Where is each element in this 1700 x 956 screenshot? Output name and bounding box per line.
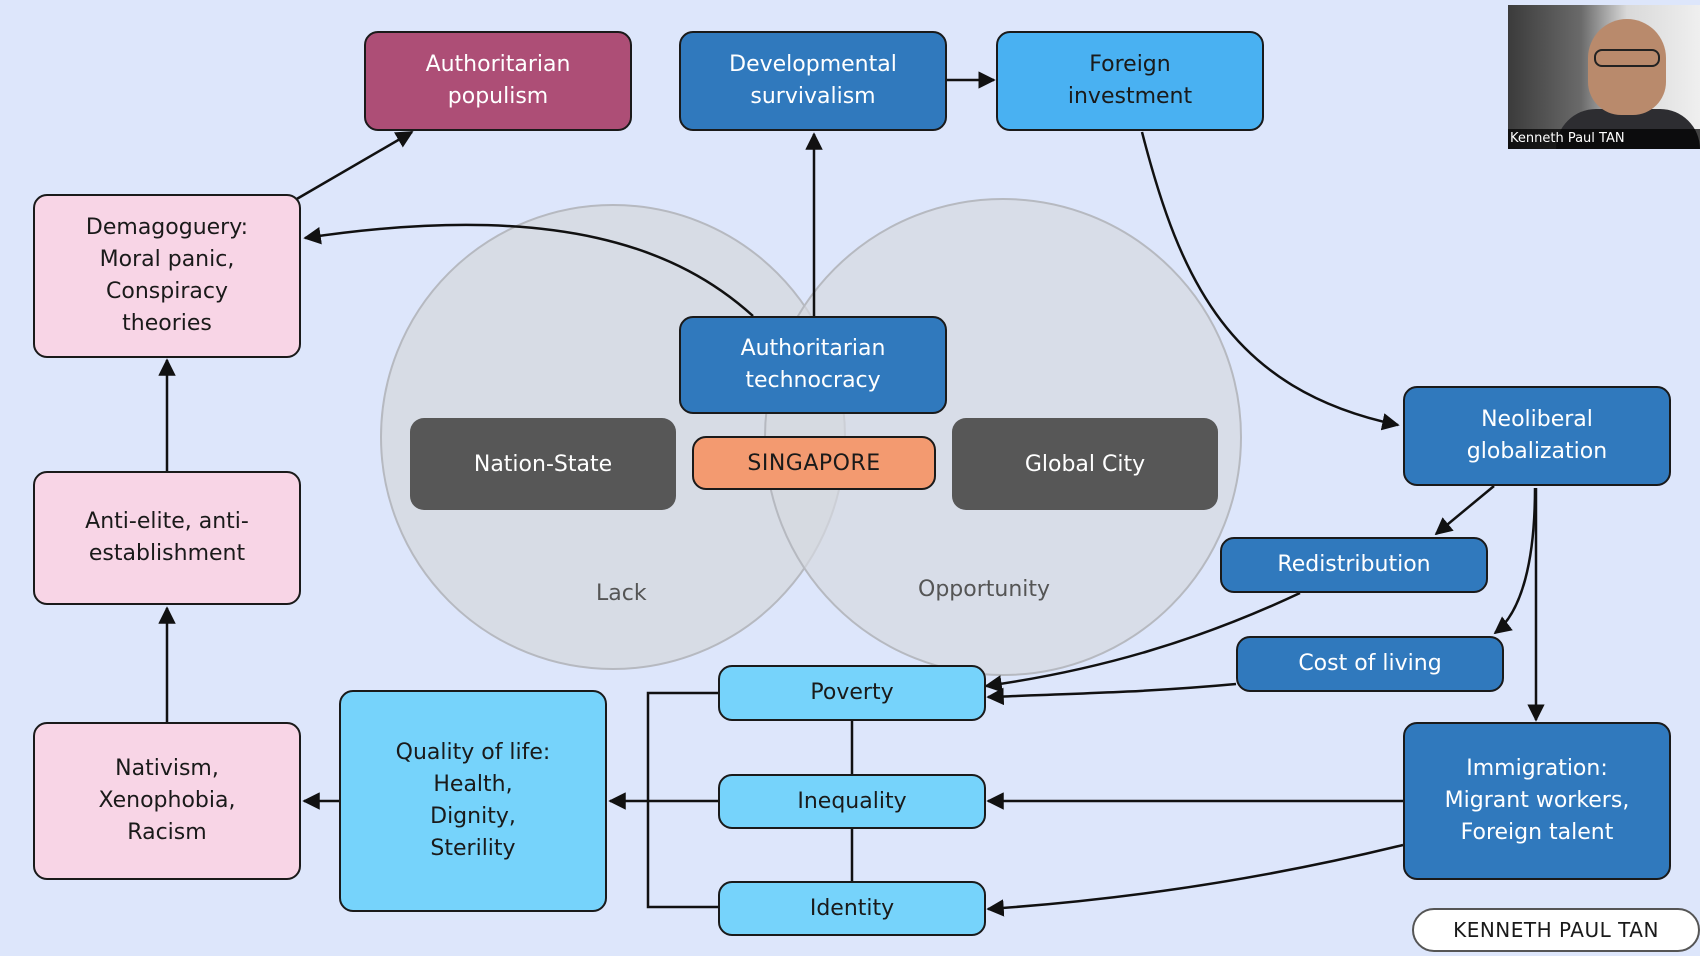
node-immigration: Immigration: Migrant workers, Foreign ta…	[1403, 722, 1671, 880]
node-authoritarian-technocracy: Authoritarian technocracy	[679, 316, 947, 414]
node-anti-elite: Anti-elite, anti- establishment	[33, 471, 301, 605]
node-identity: Identity	[718, 881, 986, 936]
node-global-city: Global City	[952, 418, 1218, 510]
arrow-immigration-to-identity	[986, 843, 1404, 917]
arrow-investment-to-globalization	[1140, 131, 1400, 431]
venn-label-opportunity: Opportunity	[918, 577, 1051, 602]
node-neoliberal-globalization: Neoliberal globalization	[1403, 386, 1671, 486]
arrow-redistribution-to-poverty	[984, 591, 1301, 693]
glasses-icon	[1594, 49, 1660, 67]
video-thumbnail[interactable]: Kenneth Paul TAN	[1508, 5, 1700, 149]
node-developmental-survivalism: Developmental survivalism	[679, 31, 947, 131]
speaker-head	[1588, 19, 1666, 115]
node-foreign-investment: Foreign investment	[996, 31, 1264, 131]
arrow-globalization-to-redistribution	[1434, 485, 1495, 536]
arrow-globalization-to-cost	[1493, 487, 1537, 635]
author-credit-badge: KENNETH PAUL TAN	[1412, 908, 1700, 952]
node-demagoguery: Demagoguery: Moral panic, Conspiracy the…	[33, 194, 301, 358]
node-cost-of-living: Cost of living	[1236, 636, 1504, 692]
arrow-demagoguery-to-populism	[294, 130, 414, 202]
arrow-cost-to-poverty	[986, 682, 1237, 706]
node-quality-of-life: Quality of life: Health, Dignity, Steril…	[339, 690, 607, 912]
node-singapore: SINGAPORE	[692, 436, 936, 490]
node-poverty: Poverty	[718, 665, 986, 721]
arrow-technocracy-to-demagoguery	[303, 223, 754, 317]
node-authoritarian-populism: Authoritarian populism	[364, 31, 632, 131]
video-participant-name: Kenneth Paul TAN	[1508, 129, 1700, 149]
node-inequality: Inequality	[718, 774, 986, 829]
node-redistribution: Redistribution	[1220, 537, 1488, 593]
node-nation-state: Nation-State	[410, 418, 676, 510]
node-nativism: Nativism, Xenophobia, Racism	[33, 722, 301, 880]
venn-label-lack: Lack	[596, 581, 647, 606]
